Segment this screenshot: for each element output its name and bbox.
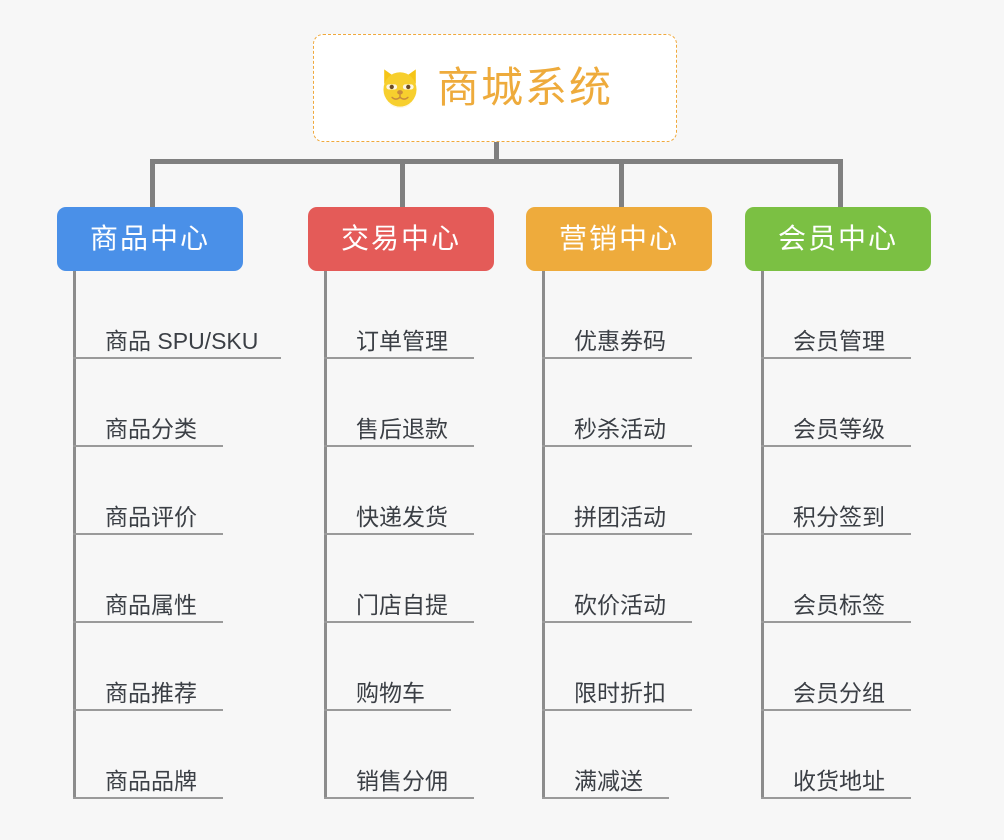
leaf-spine-trade	[324, 271, 327, 799]
leaf-label: 积分签到	[793, 504, 885, 530]
connector-drop-4	[838, 159, 843, 209]
leaf-label: 销售分佣	[356, 768, 448, 794]
connector-drop-1	[150, 159, 155, 209]
connector-rail	[150, 159, 840, 164]
list-item[interactable]: 购物车	[324, 623, 460, 711]
leaf-spine-member	[761, 271, 764, 799]
list-item[interactable]: 会员管理	[761, 271, 911, 359]
connector-root-stem	[494, 142, 499, 163]
leaf-label: 售后退款	[356, 416, 448, 442]
leaf-label: 商品评价	[105, 504, 197, 530]
leaf-column-trade: 订单管理 售后退款 快递发货 门店自提 购物车 销售分佣	[324, 271, 474, 799]
leaf-label: 会员管理	[793, 328, 885, 354]
list-item[interactable]: 商品推荐	[73, 623, 270, 711]
list-item[interactable]: 售后退款	[324, 359, 474, 447]
list-item[interactable]: 商品分类	[73, 359, 270, 447]
branch-box-marketing[interactable]: 营销中心	[526, 207, 712, 271]
leaf-spine-marketing	[542, 271, 545, 799]
list-item[interactable]: 快递发货	[324, 447, 474, 535]
list-item[interactable]: 商品评价	[73, 447, 270, 535]
branch-label-member: 会员中心	[777, 223, 898, 254]
leaf-label: 快递发货	[356, 504, 448, 530]
leaf-label: 订单管理	[356, 328, 448, 354]
list-item[interactable]: 优惠券码	[542, 271, 692, 359]
leaf-label: 会员分组	[793, 680, 885, 706]
leaf-label: 优惠券码	[574, 328, 666, 354]
leaf-column-marketing: 优惠券码 秒杀活动 拼团活动 砍价活动 限时折扣 满减送	[542, 271, 692, 799]
leaf-label: 商品品牌	[105, 768, 197, 794]
list-item[interactable]: 砍价活动	[542, 535, 692, 623]
leaf-spine-product	[73, 271, 76, 799]
leaf-label: 商品属性	[105, 592, 197, 618]
list-item[interactable]: 商品属性	[73, 535, 270, 623]
connector-drop-3	[619, 159, 624, 209]
leaf-column-member: 会员管理 会员等级 积分签到 会员标签 会员分组 收货地址	[761, 271, 911, 799]
list-item[interactable]: 会员等级	[761, 359, 911, 447]
leaf-column-product: 商品 SPU/SKU 商品分类 商品评价 商品属性 商品推荐 商品品牌	[73, 271, 281, 799]
leaf-label: 收货地址	[793, 768, 885, 794]
list-item[interactable]: 订单管理	[324, 271, 474, 359]
leaf-label: 限时折扣	[574, 680, 666, 706]
leaf-label: 商品分类	[105, 416, 197, 442]
leaf-label: 商品 SPU/SKU	[105, 328, 259, 354]
list-item[interactable]: 秒杀活动	[542, 359, 692, 447]
root-node[interactable]: 商城系统	[313, 34, 677, 142]
leaf-label: 砍价活动	[574, 592, 666, 618]
list-item[interactable]: 满减送	[542, 711, 678, 799]
branch-label-trade: 交易中心	[340, 223, 461, 254]
leaf-label: 秒杀活动	[574, 416, 666, 442]
leaf-label: 商品推荐	[105, 680, 197, 706]
list-item[interactable]: 拼团活动	[542, 447, 692, 535]
list-item[interactable]: 会员分组	[761, 623, 911, 711]
list-item[interactable]: 会员标签	[761, 535, 911, 623]
leaf-label: 购物车	[356, 680, 425, 706]
list-item[interactable]: 商品品牌	[73, 711, 270, 799]
connector-drop-2	[400, 159, 405, 209]
leaf-label: 满减送	[574, 768, 643, 794]
leaf-label: 会员等级	[793, 416, 885, 442]
branch-box-product[interactable]: 商品中心	[57, 207, 243, 271]
list-item[interactable]: 收货地址	[761, 711, 911, 799]
leaf-label: 门店自提	[356, 592, 448, 618]
list-item[interactable]: 销售分佣	[324, 711, 474, 799]
leaf-label: 拼团活动	[574, 504, 666, 530]
list-item[interactable]: 商品 SPU/SKU	[73, 271, 281, 359]
branch-box-member[interactable]: 会员中心	[745, 207, 931, 271]
list-item[interactable]: 门店自提	[324, 535, 474, 623]
leaf-label: 会员标签	[793, 592, 885, 618]
branch-label-product: 商品中心	[89, 223, 210, 254]
list-item[interactable]: 积分签到	[761, 447, 911, 535]
list-item[interactable]: 限时折扣	[542, 623, 692, 711]
branch-box-trade[interactable]: 交易中心	[308, 207, 494, 271]
branch-label-marketing: 营销中心	[558, 223, 679, 254]
root-title: 商城系统	[436, 64, 613, 111]
shiba-dog-face-icon	[383, 69, 417, 109]
